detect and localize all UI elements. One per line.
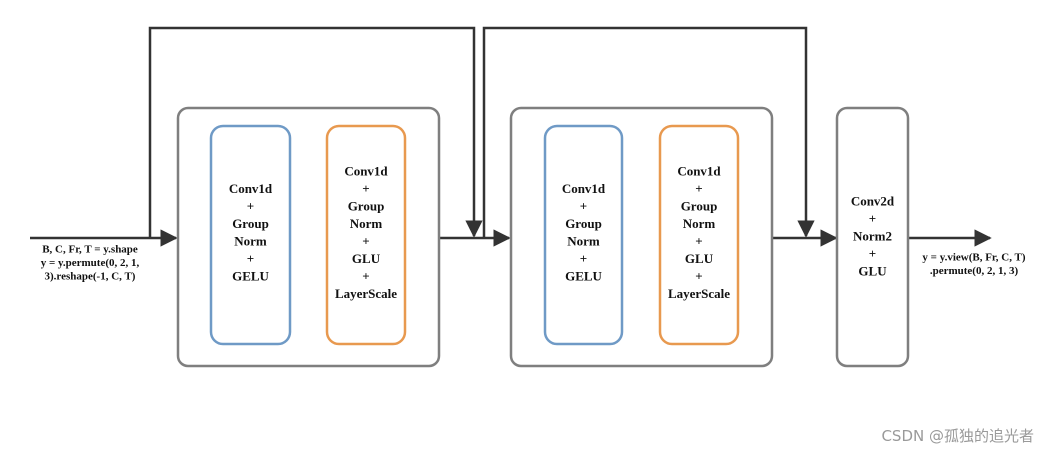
block2-conv-glu-label-line: GLU [685, 251, 714, 266]
watermark: CSDN @孤独的追光者 [881, 427, 1034, 445]
block1-conv-gelu-box [209, 124, 292, 346]
connectors [30, 26, 992, 247]
residual-skip-1 [148, 26, 483, 238]
input-shape-label-line: B, C, Fr, T = y.shape [42, 244, 138, 256]
output-shape-label-line: y = y.view(B, Fr, C, T) [922, 251, 1025, 263]
block2-conv-glu-label-line: Norm [683, 216, 716, 231]
output-shape-label: y = y.view(B, Fr, C, T) .permute(0, 2, 1,… [922, 251, 1025, 277]
block2-conv-glu-label-line: LayerScale [668, 286, 730, 301]
final-conv2d-block [835, 106, 910, 368]
input-shape-label-line: y = y.permute(0, 2, 1, [41, 257, 140, 269]
block2-conv-gelu-label-line: + [580, 251, 587, 266]
block1-conv-gelu-label-line: + [247, 251, 254, 266]
output-shape-label-line: .permute(0, 2, 1, 3) [930, 265, 1019, 277]
final-block-label-line: Conv2d [851, 194, 895, 209]
block2-conv-glu-label-line: Conv1d [677, 163, 721, 178]
block1-conv-glu-label-line: Group [348, 198, 385, 213]
block2-conv-gelu-label-line: Norm [567, 233, 600, 248]
block1-conv-glu-label-line: + [362, 268, 369, 283]
block1-conv-glu-label-line: + [362, 233, 369, 248]
final-block-label-line: + [869, 211, 876, 226]
block1-conv-gelu-label-line: Group [232, 216, 269, 231]
block2-conv-glu-label-line: + [695, 233, 702, 248]
final-block-label: Conv2d + Norm2 + GLU [851, 194, 895, 279]
final-block-label-line: Norm2 [853, 229, 892, 244]
block1-conv-gelu-label-line: Conv1d [229, 181, 273, 196]
block2-conv-glu-box [658, 124, 740, 346]
final-block-label-line: GLU [858, 264, 887, 279]
block1-conv-glu-label-line: + [362, 181, 369, 196]
block1-conv-glu-label-line: Conv1d [344, 163, 388, 178]
block1-conv-gelu-label-line: + [247, 198, 254, 213]
block2-conv-gelu-label-line: GELU [565, 268, 602, 283]
block1-conv-glu-label-line: LayerScale [335, 286, 397, 301]
block1-conv-glu-box [325, 124, 407, 346]
block2-conv-gelu-box [543, 124, 624, 346]
block1-conv-gelu-label-line: GELU [232, 268, 269, 283]
block1-conv-gelu-label-line: Norm [234, 233, 267, 248]
input-shape-label-line: 3).reshape(-1, C, T) [45, 271, 136, 283]
block2-conv-gelu-label-line: + [580, 198, 587, 213]
block2-conv-glu-label-line: Group [681, 198, 718, 213]
block2-conv-gelu-label-line: Group [565, 216, 602, 231]
block1-conv-glu-label-line: Norm [350, 216, 383, 231]
block2-conv-gelu-label-line: Conv1d [562, 181, 606, 196]
block1-conv-glu-label-line: GLU [352, 251, 381, 266]
block2-conv-glu-label-line: + [695, 181, 702, 196]
block2-conv-glu-label-line: + [695, 268, 702, 283]
final-block-label-line: + [869, 246, 876, 261]
residual-skip-2 [482, 26, 815, 238]
